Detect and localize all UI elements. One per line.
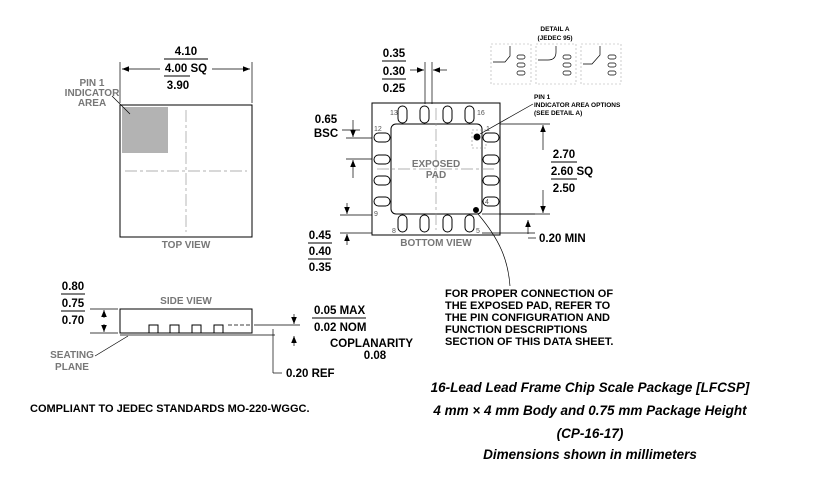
indicator-options-line1: PIN 1 xyxy=(534,94,551,101)
lead-right xyxy=(482,175,500,186)
exposed-pad-label-1: EXPOSED xyxy=(412,159,460,170)
lead-left xyxy=(373,132,391,143)
note-line5: SECTION OF THIS DATA SHEET. xyxy=(445,336,613,348)
note-line3: THE PIN CONFIGURATION AND xyxy=(445,312,610,324)
indicator-options-line2: INDICATOR AREA OPTIONS xyxy=(534,102,621,109)
pitch-value: 0.65 xyxy=(315,114,338,126)
height-max: 0.80 xyxy=(62,281,84,293)
caption-line4: Dimensions shown in millimeters xyxy=(483,447,697,462)
side-view: SIDE VIEW 0.80 0.75 0.70 0.05 MAX 0.02 N… xyxy=(50,281,413,380)
lead-bottom xyxy=(397,214,408,233)
note-line1: FOR PROPER CONNECTION OF xyxy=(445,288,613,300)
pin1-indicator-area xyxy=(122,107,168,153)
height-min: 0.70 xyxy=(62,315,84,327)
standoff-max: 0.05 MAX xyxy=(314,305,365,317)
side-lead xyxy=(191,324,202,334)
top-view-outline xyxy=(119,104,253,238)
note-line4: FUNCTION DESCRIPTIONS xyxy=(445,324,587,336)
side-view-body xyxy=(119,308,253,334)
lead-length-max: 0.45 xyxy=(309,230,332,242)
pin-number-9: 9 xyxy=(374,211,378,218)
pad-size-min: 2.50 xyxy=(553,183,575,195)
detail-a-option-2 xyxy=(535,43,577,85)
lead-bottom xyxy=(442,214,453,233)
detail-a-option-3 xyxy=(580,43,622,85)
lead-right xyxy=(482,132,500,143)
pin-number-16: 16 xyxy=(477,110,485,117)
bottom-view: EXPOSED PAD 13 16 12 1 9 4 8 5 BOTTOM VI… xyxy=(308,48,621,274)
exposed-pad-note: FOR PROPER CONNECTION OF THE EXPOSED PAD… xyxy=(445,213,613,348)
seating-plane-label-2: PLANE xyxy=(55,362,89,373)
top-width-nom: 4.00 SQ xyxy=(165,63,207,75)
lead-width-max: 0.35 xyxy=(383,48,406,60)
top-view-label: TOP VIEW xyxy=(162,240,211,251)
pin-number-13: 13 xyxy=(390,110,398,117)
caption: 16-Lead Lead Frame Chip Scale Package [L… xyxy=(431,380,750,462)
caption-line1: 16-Lead Lead Frame Chip Scale Package [L… xyxy=(431,380,750,395)
pin1-dot xyxy=(473,133,481,141)
detail-a: DETAIL A (JEDEC 95) xyxy=(490,26,622,85)
top-view: 4.10 4.00 SQ 3.90 PIN 1 INDICATOR AREA T… xyxy=(65,46,253,251)
caption-line3: (CP-16-17) xyxy=(557,426,624,441)
lead-length-nom: 0.40 xyxy=(309,246,331,258)
min-clearance: 0.20 MIN xyxy=(539,233,586,245)
lead-bottom xyxy=(464,214,475,233)
lead-right xyxy=(482,196,500,207)
side-lead xyxy=(169,324,180,334)
pad-size-max: 2.70 xyxy=(553,149,575,161)
detail-a-subtitle: (JEDEC 95) xyxy=(537,35,572,42)
lead-left xyxy=(373,175,391,186)
top-width-min: 3.90 xyxy=(167,80,189,92)
pin-number-12: 12 xyxy=(374,126,382,133)
pitch-bsc: BSC xyxy=(314,128,338,140)
lead-right xyxy=(482,154,500,165)
coplanarity-label: COPLANARITY xyxy=(330,338,413,350)
lead-width-min: 0.25 xyxy=(383,83,406,95)
side-lead xyxy=(148,324,159,334)
pin1-label-line3: AREA xyxy=(78,98,106,109)
caption-line2: 4 mm × 4 mm Body and 0.75 mm Package Hei… xyxy=(432,403,747,418)
pin-number-5: 5 xyxy=(476,228,480,235)
detail-a-title: DETAIL A xyxy=(540,26,569,33)
pin1-mark xyxy=(473,207,479,213)
compliance-note: COMPLIANT TO JEDEC STANDARDS MO-220-WGGC… xyxy=(30,403,310,415)
note-line2: THE EXPOSED PAD, REFER TO xyxy=(445,300,611,312)
lead-length-min: 0.35 xyxy=(309,262,332,274)
side-lead xyxy=(213,324,224,334)
lead-top xyxy=(464,105,475,124)
lead-top xyxy=(419,105,430,124)
indicator-options-line3: (SEE DETAIL A) xyxy=(534,110,582,117)
lead-bottom xyxy=(419,214,430,233)
bottom-view-label: BOTTOM VIEW xyxy=(400,238,472,249)
standoff-nom: 0.02 NOM xyxy=(314,322,366,334)
bottom-view-outline xyxy=(371,102,501,236)
side-view-label: SIDE VIEW xyxy=(160,296,212,307)
top-width-max: 4.10 xyxy=(175,46,197,58)
pin-number-4: 4 xyxy=(485,199,489,206)
lead-width-nom: 0.30 xyxy=(383,66,405,78)
lead-thickness-ref: 0.20 REF xyxy=(286,368,335,380)
exposed-pad-label-2: PAD xyxy=(426,170,446,181)
detail-a-option-1 xyxy=(490,43,532,85)
lead-left xyxy=(373,196,391,207)
lead-left xyxy=(373,154,391,165)
pin1-label-line2: INDICATOR xyxy=(65,88,120,99)
pin1-label-line1: PIN 1 xyxy=(79,78,104,89)
pin-number-8: 8 xyxy=(392,228,396,235)
seating-plane-label-1: SEATING xyxy=(50,350,94,361)
pad-size-nom: 2.60 SQ xyxy=(551,166,593,178)
coplanarity-value: 0.08 xyxy=(364,350,387,362)
height-nom: 0.75 xyxy=(62,298,85,310)
lead-top xyxy=(397,105,408,124)
lead-top xyxy=(442,105,453,124)
